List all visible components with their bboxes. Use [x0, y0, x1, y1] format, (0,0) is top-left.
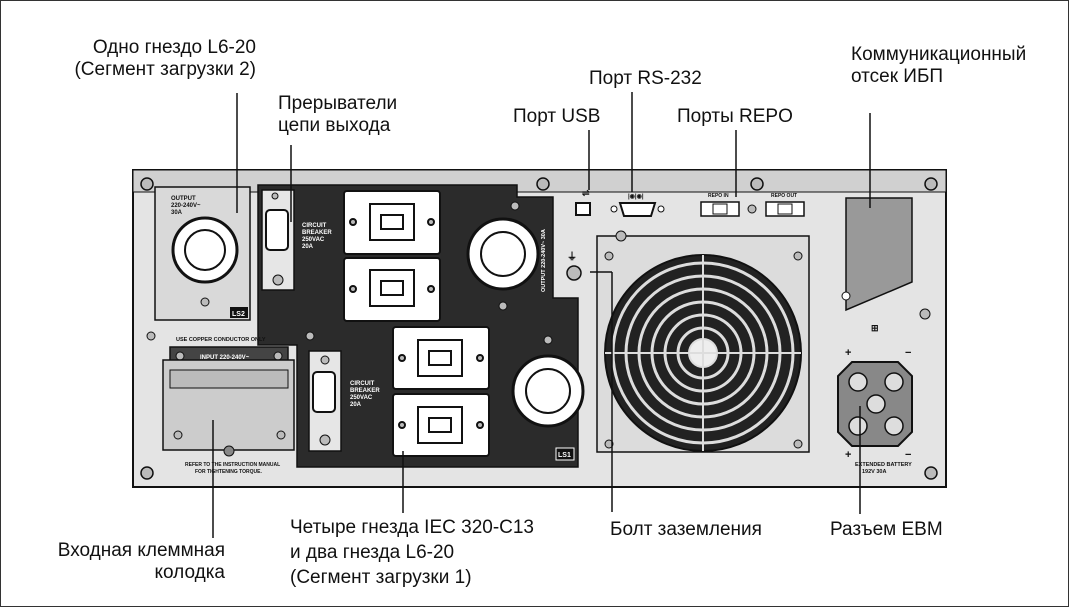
input-terminal-block: USE COPPER CONDUCTOR ONLY INPUT 220-240V…	[162, 337, 295, 475]
callout-ground-bolt: Болт заземления	[610, 519, 762, 540]
callout-breakers-line1: Прерыватели	[278, 93, 398, 114]
input-rating: INPUT 220-240V~	[200, 355, 250, 361]
ebm-minus-top: −	[905, 347, 911, 359]
ebm-minus-bottom: −	[905, 449, 911, 461]
breaker-top-label-3: 250VAC	[302, 237, 325, 243]
callout-terminal-line1: Входная клеммная	[57, 540, 225, 561]
usb-port: ⇌	[575, 188, 591, 216]
callout-ls1-line1: Четыре гнезда IEC 320-C13	[290, 517, 535, 538]
ls2-outlet-plate: OUTPUT 220-240V~ 30A LS2	[154, 186, 251, 321]
ground-bolt: ⏚	[566, 251, 582, 281]
callout-ls1-line3: (Сегмент загрузки 1)	[290, 567, 472, 588]
callout-ls1-line2: и два гнезда L6-20	[290, 542, 455, 563]
callout-ls2-line2: (Сегмент загрузки 2)	[74, 59, 256, 80]
manual-note-2: FOR TIGHTENING TORQUE.	[195, 469, 262, 475]
breaker-bottom-label-4: 20A	[350, 402, 362, 408]
repo-in-label: REPO IN	[708, 193, 729, 199]
rs232-port: |◉|◉|	[610, 194, 665, 217]
ebm-plus-bottom: +	[845, 449, 851, 461]
breaker-bottom-label-1: CIRCUIT	[350, 381, 375, 387]
chassis-screws	[140, 177, 938, 480]
callout-comm-line1: Коммуникационный	[851, 44, 1027, 65]
ups-communication-bay	[845, 197, 913, 312]
ls1-output-vertical-label: OUTPUT 220-240V~ 30A	[541, 229, 547, 292]
ls2-output-label-1: OUTPUT	[171, 196, 196, 202]
svg-text:⇌: ⇌	[582, 188, 590, 198]
breaker-bottom-label-2: BREAKER	[350, 388, 380, 394]
svg-text:⏚: ⏚	[567, 251, 577, 263]
breaker-top: CIRCUIT BREAKER 250VAC 20A	[261, 189, 332, 291]
leader-lines	[212, 92, 871, 538]
ebm-plus-top: +	[845, 347, 851, 359]
iec-outlets-bottom	[392, 326, 490, 457]
ls1-tag: LS1	[558, 452, 571, 459]
svg-text:⊞: ⊞	[871, 323, 879, 333]
repo-ports: REPO IN REPO OUT	[700, 193, 805, 217]
callout-ebm-connector: Разъем EBM	[830, 519, 943, 540]
ls2-output-label-3: 30A	[171, 210, 183, 216]
ext-battery-label-2: 192V 30A	[862, 469, 886, 475]
callout-usb: Порт USB	[513, 106, 601, 127]
ls2-output-label-2: 220-240V~	[171, 203, 201, 209]
breaker-bottom: CIRCUIT BREAKER 250VAC 20A	[308, 350, 380, 452]
callout-ls1-outlets: Четыре гнезда IEC 320-C13 и два гнезда L…	[290, 515, 534, 590]
breaker-top-label-2: BREAKER	[302, 230, 332, 236]
breaker-bottom-label-3: 250VAC	[350, 395, 373, 401]
copper-note: USE COPPER CONDUCTOR ONLY	[176, 337, 266, 343]
ls1-l6-20-outlet-bottom	[511, 354, 585, 428]
callout-breakers: Прерыватели цепи выхода	[278, 93, 397, 137]
fan-grill	[596, 235, 810, 453]
callout-terminal-line2: колодка	[154, 562, 225, 583]
ebm-connector: ⊞ + − + − EXTENDED BATTERY 192V 30A	[837, 323, 913, 475]
ext-battery-label-1: EXTENDED BATTERY	[855, 462, 912, 468]
svg-text:|◉|◉|: |◉|◉|	[628, 194, 644, 200]
manual-note-1: REFER TO THE INSTRUCTION MANUAL	[185, 462, 280, 468]
repo-out-label: REPO OUT	[771, 193, 797, 199]
callout-comm-bay: Коммуникационный отсек ИБП	[851, 44, 1026, 88]
callout-comm-line2: отсек ИБП	[851, 66, 944, 87]
callout-repo: Порты REPO	[677, 106, 793, 127]
iec-outlets-top	[343, 190, 441, 322]
ls1-l6-20-outlet-top: OUTPUT 220-240V~ 30A	[466, 217, 547, 292]
breaker-top-label-4: 20A	[302, 244, 314, 250]
breaker-top-label-1: CIRCUIT	[302, 223, 327, 229]
callout-breakers-line2: цепи выхода	[278, 115, 391, 136]
callout-rs232: Порт RS-232	[589, 68, 702, 89]
ls2-tag: LS2	[232, 311, 245, 318]
callout-terminal-block: Входная клеммная колодка	[58, 540, 225, 584]
callout-ls2-outlet: Одно гнездо L6-20 (Сегмент загрузки 2)	[74, 37, 256, 81]
callout-ls2-line1: Одно гнездо L6-20	[92, 37, 256, 58]
